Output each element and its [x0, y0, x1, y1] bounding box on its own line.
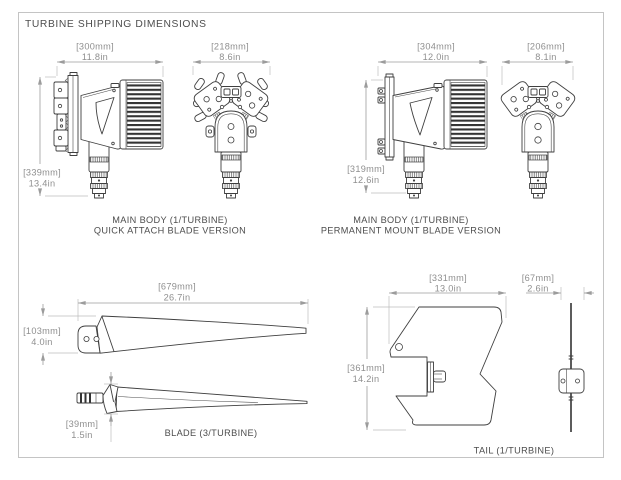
dim-label-mm: [319mm] [347, 164, 385, 174]
dim-label-mm: [339mm] [23, 168, 61, 178]
blade-side-view [77, 315, 307, 354]
dim-label-in: 13.4in [29, 179, 56, 189]
dim-blade-height: [103mm] 4.0in [23, 304, 96, 365]
dim-label-in: 11.8in [82, 52, 108, 62]
dim-label-in: 2.6in [527, 284, 548, 294]
dim-label-mm: [39mm] [66, 419, 98, 429]
permanent-mount-side-view [377, 73, 488, 199]
dim-label-in: 14.2in [353, 374, 380, 384]
dim-label-in: 1.5in [71, 430, 92, 440]
quick-attach-front-view [191, 71, 271, 199]
dim-label-in: 8.6in [219, 52, 240, 62]
caption-blade: BLADE (3/TURBINE) [165, 428, 258, 438]
dim-label-in: 12.0in [423, 52, 450, 62]
dim-quick-attach-front-width: [218mm] 8.6in [192, 42, 271, 75]
dim-tail-height: [361mm] 14.2in [347, 306, 415, 431]
dim-permanent-mount-front-width: [206mm] 8.1in [501, 42, 574, 85]
dim-blade-thickness: [39mm] 1.5in [66, 372, 118, 442]
dim-permanent-mount-height: [319mm] 12.6in [347, 79, 406, 194]
page-title: TURBINE SHIPPING DIMENSIONS [25, 19, 207, 30]
caption-permanent-mount-line2: PERMANENT MOUNT BLADE VERSION [321, 226, 501, 236]
sheet-border [18, 12, 604, 458]
permanent-mount-front-view [498, 79, 578, 199]
dim-label-mm: [361mm] [347, 363, 385, 373]
dim-label-mm: [218mm] [211, 42, 249, 52]
dim-label-mm: [331mm] [429, 273, 467, 283]
dim-label-mm: [206mm] [527, 42, 565, 52]
dim-label-mm: [67mm] [522, 273, 554, 283]
blade-edge-view [76, 384, 308, 414]
caption-quick-attach-line1: MAIN BODY (1/TURBINE) [112, 215, 227, 225]
dim-tail-depth: [67mm] 2.6in [522, 273, 594, 300]
dim-label-in: 26.7in [164, 293, 191, 303]
dim-label-in: 12.6in [353, 175, 380, 185]
tail-side-view [389, 306, 503, 426]
dim-label-in: 13.0in [435, 284, 462, 294]
quick-attach-side-view [53, 72, 164, 199]
caption-quick-attach-line2: QUICK ATTACH BLADE VERSION [94, 226, 246, 236]
dim-label-in: 4.0in [31, 337, 52, 347]
dim-tail-width: [331mm] 13.0in [388, 273, 507, 344]
dim-quick-attach-height: [339mm] 13.4in [23, 76, 88, 197]
tail-edge-view [558, 303, 585, 432]
dim-blade-length: [679mm] 26.7in [77, 282, 309, 324]
dim-permanent-mount-side-width: [304mm] 12.0in [377, 42, 488, 77]
dim-quick-attach-side-width: [300mm] 11.8in [56, 42, 164, 77]
caption-permanent-mount-line1: MAIN BODY (1/TURBINE) [353, 215, 468, 225]
caption-tail: TAIL (1/TURBINE) [474, 446, 555, 456]
dim-label-mm: [679mm] [158, 282, 196, 292]
dim-label-in: 8.1in [535, 52, 556, 62]
dim-label-mm: [103mm] [23, 326, 61, 336]
dim-label-mm: [304mm] [417, 42, 455, 52]
dim-label-mm: [300mm] [76, 42, 114, 52]
